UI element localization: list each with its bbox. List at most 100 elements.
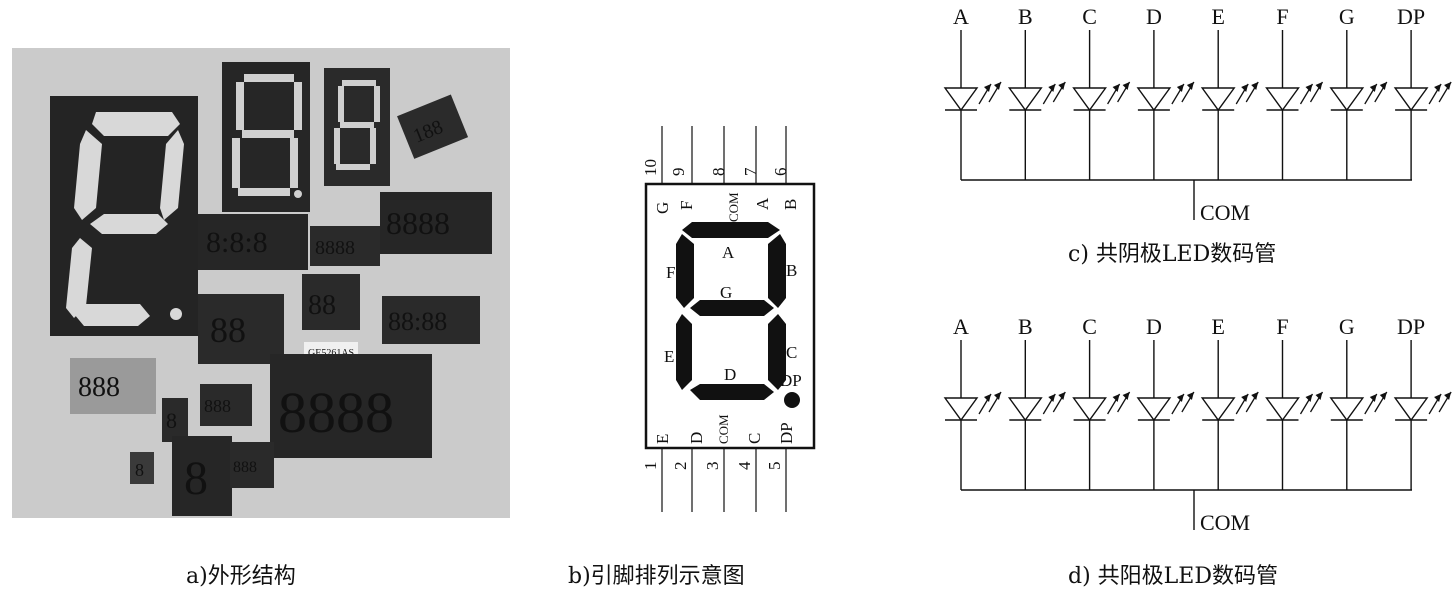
segment-f [676,234,694,308]
svg-text:88:88: 88:88 [388,307,447,336]
diode-symbol [1329,87,1365,112]
pin-name-c: C [745,433,764,444]
display-3digit-b: 888 [200,384,252,426]
caption-common-anode: d) 共阳极LED数码管 [1068,564,1278,589]
led-label: DP [1397,4,1425,29]
diode-symbol [1200,397,1236,422]
display-1digit-c: 8 [172,436,232,516]
diode-symbol [1007,87,1043,112]
led-label: D [1146,4,1162,29]
segment-label-a: A [722,243,735,262]
diode-symbol [1265,87,1300,112]
svg-text:8888: 8888 [315,237,355,259]
diode-symbol [1072,397,1107,422]
pin-name-com-top: COM [726,192,741,222]
led-label: A [953,314,969,339]
pin-number-2: 2 [671,462,690,471]
svg-text:8: 8 [184,452,208,505]
com-label: COM [1200,200,1250,225]
pin-name-dp: DP [777,422,796,444]
svg-text:8:8:8: 8:8:8 [206,226,268,259]
segment-b [768,234,786,308]
svg-text:8888: 8888 [278,380,394,445]
led-label: G [1339,314,1355,339]
pin-name-f: F [677,201,696,210]
caption-pinout: b)引脚排列示意图 [568,564,745,589]
svg-text:888: 888 [204,396,231,416]
led-label: A [953,4,969,29]
segment-dp [784,392,800,408]
diode-symbol [1393,87,1429,112]
display-3digit-a: 888 [70,358,156,414]
display-2digit-a: 88 [198,294,284,364]
led-label: C [1082,314,1097,339]
segment-label-b: B [786,261,797,280]
led-c: C [1072,4,1131,180]
led-g: G [1329,4,1388,180]
segment-d [690,384,774,400]
diode-symbol [943,87,979,112]
svg-text:88: 88 [210,310,246,350]
display-tilted-3digit: 188 [397,94,469,159]
led-label: E [1211,4,1224,29]
led-label: B [1018,4,1033,29]
svg-text:8: 8 [166,408,177,433]
led-label: E [1211,314,1224,339]
segment-label-c: C [786,343,797,362]
pin-name-com-bottom: COM [716,414,731,444]
led-displays-photo: 188 8:8:8 8888 8888 88 88 88:88 GE [12,48,510,518]
led-label: F [1276,4,1288,29]
pin-name-a: A [753,197,772,210]
led-b: B [1007,314,1066,490]
display-4digit-a: 8:8:8 [198,214,308,270]
pin-number-5: 5 [765,462,784,471]
led-e: E [1200,314,1259,490]
diode-symbol [1072,87,1107,112]
segment-label-f: F [666,263,675,282]
pin-name-e: E [653,434,672,444]
led-d: D [1136,4,1195,180]
pin-number-6: 6 [771,168,790,177]
display-tiny-b: 8 [130,452,154,484]
led-f: F [1265,4,1324,180]
led-dp: DP [1393,314,1452,490]
svg-text:GE5261AS: GE5261AS [308,348,354,359]
led-label: D [1146,314,1162,339]
display-tiny-a: 8 [162,398,188,442]
caption-appearance: a)外形结构 [186,564,296,589]
display-2digit-b: 88 [302,274,360,330]
led-a: A [943,314,1002,490]
segment-c [768,314,786,390]
led-b: B [1007,4,1066,180]
svg-text:88: 88 [308,290,336,321]
led-label: C [1082,4,1097,29]
diode-symbol [1136,397,1172,422]
diode-symbol [1200,87,1236,112]
segment-label-e: E [664,347,674,366]
com-label: COM [1200,510,1250,535]
diode-symbol [943,397,979,422]
pin-number-8: 8 [709,168,728,177]
diode-symbol [1265,397,1300,422]
display-4digit-d: 88:88 [382,296,480,344]
led-label: DP [1397,314,1425,339]
digit-segments [676,222,800,408]
led-label: G [1339,4,1355,29]
svg-text:888: 888 [78,372,120,403]
pin-name-b: B [781,199,800,210]
display-4digit-b: 8888 [310,226,380,266]
pin-number-4: 4 [735,461,754,470]
pin-name-g: G [653,202,672,214]
led-f: F [1265,314,1324,490]
display-digit-8 [222,62,310,212]
diode-symbol [1393,397,1429,422]
svg-text:888: 888 [233,459,257,476]
segment-a [682,222,780,238]
pin-name-d: D [687,432,706,444]
led-dp: DP [1393,4,1452,180]
pin-number-9: 9 [669,168,688,177]
svg-text:8888: 8888 [386,205,450,241]
display-digit-small-8 [324,68,390,186]
led-c: C [1072,314,1131,490]
display-4digit-e: 8888 [270,354,432,458]
